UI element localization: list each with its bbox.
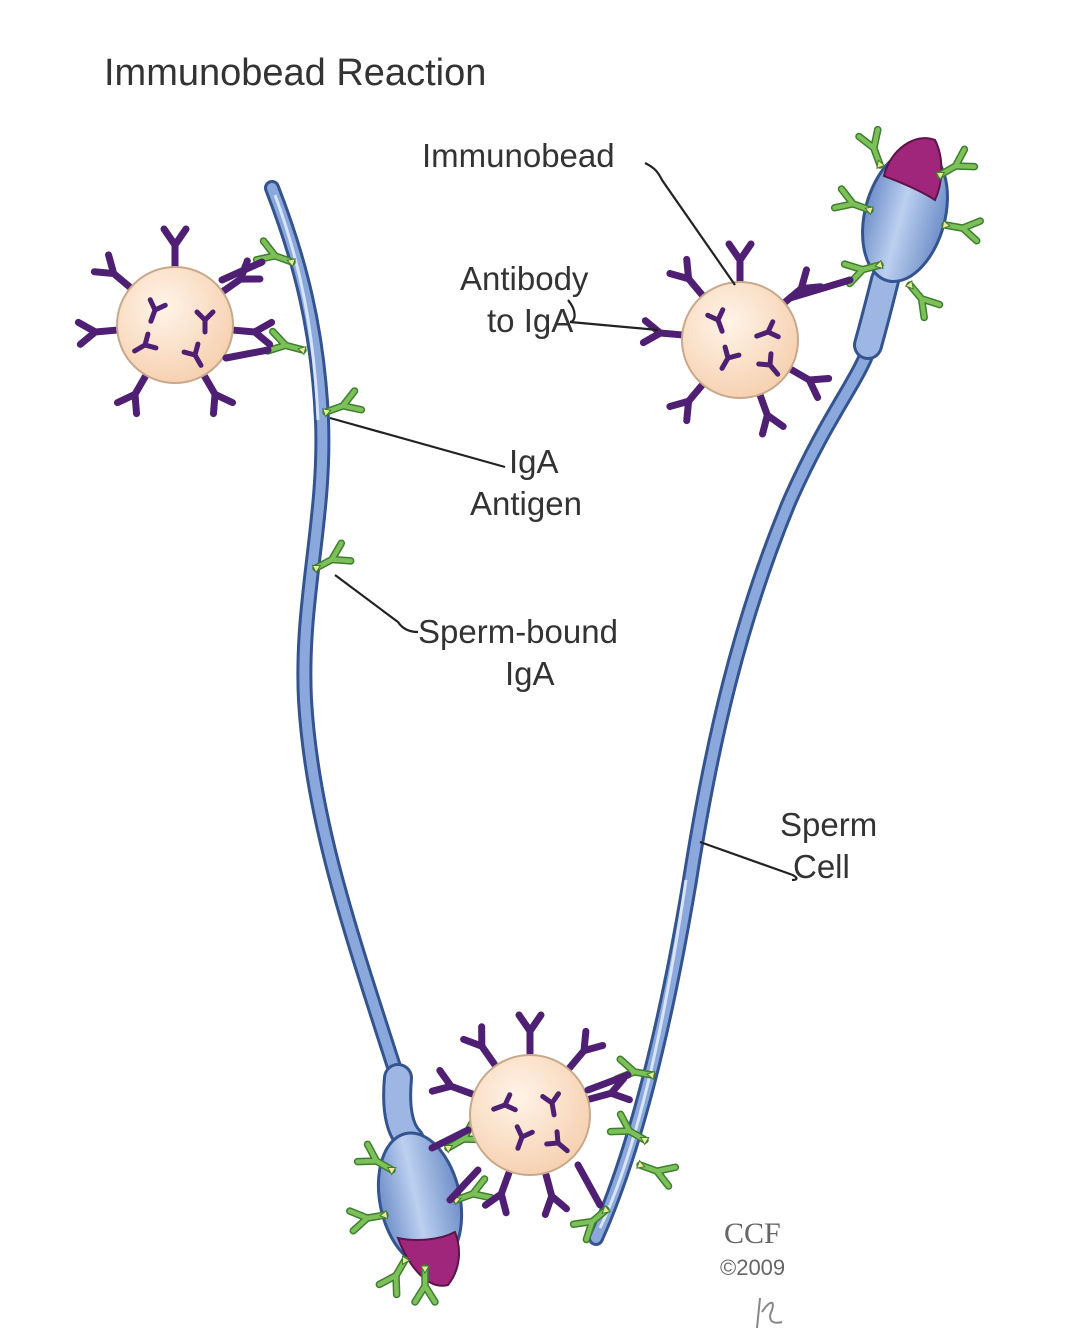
antibody-label-line1: Antibody	[460, 260, 589, 297]
credit-org: CCF	[724, 1217, 781, 1250]
copyright-credit: CCF ©2009	[720, 1217, 785, 1329]
sperm-bound-iga-label-line2: IgA	[505, 655, 555, 692]
iga-antigen-label-line1: IgA	[509, 443, 559, 480]
antibody-label-line2: to IgA	[487, 302, 573, 339]
immunobead-center	[643, 244, 854, 434]
artist-signature	[756, 1297, 783, 1329]
credit-year: ©2009	[720, 1255, 785, 1280]
diagram-title: Immunobead Reaction	[104, 52, 486, 94]
sperm-cell-right	[588, 137, 949, 1246]
immunobead-bottom	[428, 1015, 629, 1214]
sperm-head-left	[376, 1131, 464, 1287]
sperm-bound-iga-label-line1: Sperm-bound	[418, 613, 618, 650]
leader-lines	[329, 162, 798, 882]
sperm-cell-label-line1: Sperm	[780, 806, 877, 843]
sperm-cell-left	[264, 180, 464, 1287]
sperm-cell-label-line2: Cell	[793, 848, 850, 885]
iga-antigen-label-line2: Antigen	[470, 485, 582, 522]
immunobead-left	[78, 229, 271, 414]
immunobead-label: Immunobead	[422, 137, 615, 174]
